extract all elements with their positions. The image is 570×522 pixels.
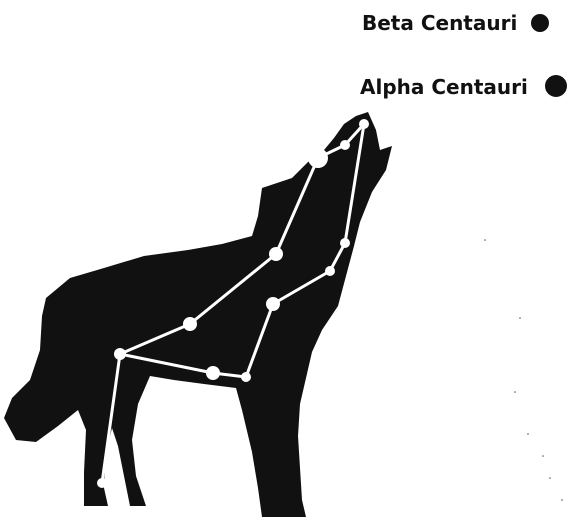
alpha-centauri-marker: Alpha Centauri: [360, 75, 567, 99]
star-chest: [266, 297, 280, 311]
background-specks: [484, 239, 563, 501]
alpha-centauri-star: [545, 75, 567, 97]
star-throat: [325, 266, 335, 276]
wolf-silhouette: [4, 112, 392, 517]
beta-centauri-marker: Beta Centauri: [362, 11, 549, 35]
star-hip: [114, 348, 126, 360]
beta-centauri-star: [531, 14, 549, 32]
star-muzzle: [340, 140, 350, 150]
beta-centauri-label: Beta Centauri: [362, 11, 517, 35]
star-belly: [206, 366, 220, 380]
star-snout: [359, 119, 369, 129]
star-belly-front: [241, 372, 251, 382]
star-jaw: [340, 238, 350, 248]
star-head-bright: [308, 148, 328, 168]
alpha-centauri-label: Alpha Centauri: [360, 75, 528, 99]
star-hind-foot: [97, 478, 107, 488]
star-back: [183, 317, 197, 331]
star-neck: [269, 247, 283, 261]
